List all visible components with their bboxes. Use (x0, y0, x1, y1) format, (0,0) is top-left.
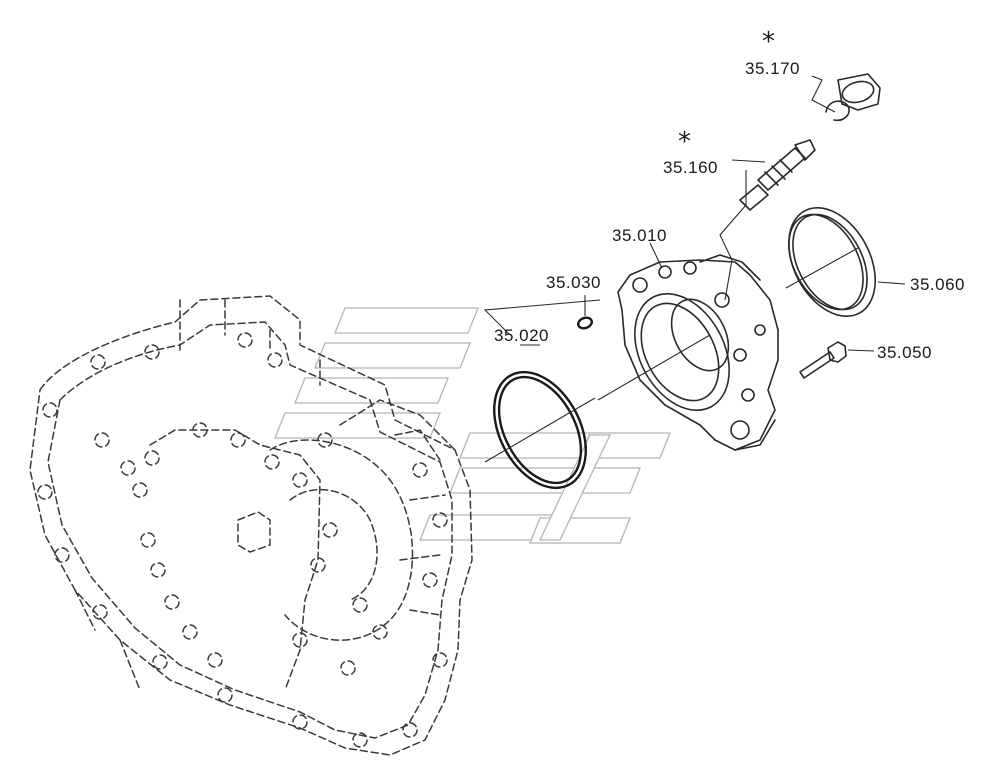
cover-housing-35-010 (597, 254, 779, 451)
bolt-35-050 (799, 341, 875, 379)
label-leaders (483, 242, 663, 346)
asterisk-mark-35-170: * (762, 27, 775, 57)
label-35-020: 35.020 (494, 326, 549, 345)
label-35-170: 35.170 (745, 59, 800, 78)
label-35-050: 35.050 (877, 343, 932, 362)
small-o-ring-35-030 (577, 295, 593, 330)
o-ring-35-020 (484, 370, 596, 490)
label-35-160: 35.160 (663, 158, 718, 177)
seal-ring-35-060 (785, 206, 906, 318)
label-35-030: 35.030 (546, 273, 601, 292)
sensor-35-160 (719, 139, 816, 301)
plug-35-170 (811, 73, 881, 122)
asterisk-mark-35-160: * (678, 127, 691, 157)
label-35-060: 35.060 (910, 275, 965, 294)
watermark-logo (274, 307, 671, 544)
label-35-010: 35.010 (612, 226, 667, 245)
transmission-housing-ghost (29, 295, 473, 756)
